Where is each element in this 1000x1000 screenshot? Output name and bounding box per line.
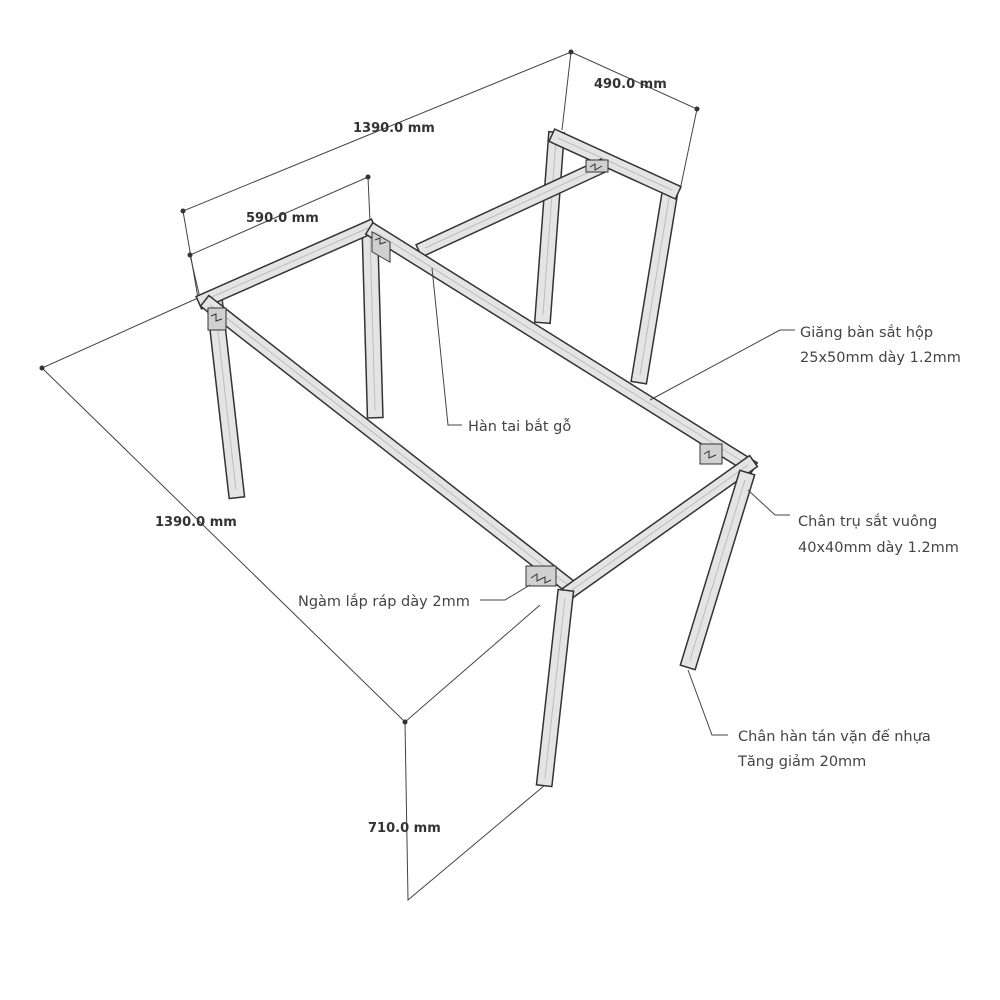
frame-stretcher [415, 158, 608, 258]
dim-top-length: 1390.0 mm [353, 121, 435, 136]
dim-line-left-length [41, 297, 541, 723]
leader-weld-tab [431, 267, 462, 426]
joint-plate [699, 443, 723, 465]
dim-height: 710.0 mm [368, 821, 441, 836]
label-leg-2: 40x40mm dày 1.2mm [798, 540, 959, 556]
dim-line-inner-width [189, 176, 371, 299]
joint-plate [525, 565, 557, 587]
label-joint: Ngàm lắp ráp dày 2mm [298, 593, 470, 610]
leader-lines [431, 267, 795, 736]
dim-line-height [404, 721, 546, 902]
frame-return-leg-2 [630, 182, 680, 385]
leader-leg [747, 489, 790, 516]
dim-left-length: 1390.0 mm [155, 515, 237, 530]
leader-joint [480, 584, 531, 601]
frame-top-right-long [364, 221, 759, 476]
label-beam-2: 25x50mm dày 1.2mm [800, 350, 961, 366]
dimension-lines [39, 49, 700, 902]
joint-plate [207, 307, 227, 331]
frame-top-left-long [199, 294, 579, 596]
leader-foot [687, 669, 728, 736]
frame-return-top-bar [548, 128, 682, 200]
joint-plates [207, 159, 723, 587]
frame-leg-back-left [205, 295, 246, 500]
dim-return-depth: 490.0 mm [594, 77, 667, 92]
joint-plate [371, 230, 391, 263]
frame-leg-back-right [361, 226, 384, 419]
label-weld-tab: Hàn tai bắt gỗ [468, 418, 571, 435]
steel-frame [195, 128, 759, 788]
label-foot-1: Chân hàn tán vặn đế nhựa [738, 728, 931, 745]
leader-beam [649, 329, 795, 401]
frame-top-back-short [195, 218, 378, 310]
label-foot-2: Tăng giảm 20mm [737, 754, 866, 770]
frame-leg-front-right [679, 469, 756, 671]
dim-inner-width: 590.0 mm [246, 211, 319, 226]
frame-top-front-short [561, 454, 759, 601]
frame-leg-front-left [535, 588, 575, 788]
label-beam-1: Giăng bàn sắt hộp [800, 324, 933, 341]
frame-return-leg-1 [533, 130, 566, 325]
dimension-dots [39, 49, 700, 725]
joint-plate [585, 159, 609, 173]
label-leg-1: Chân trụ sắt vuông [798, 513, 937, 530]
